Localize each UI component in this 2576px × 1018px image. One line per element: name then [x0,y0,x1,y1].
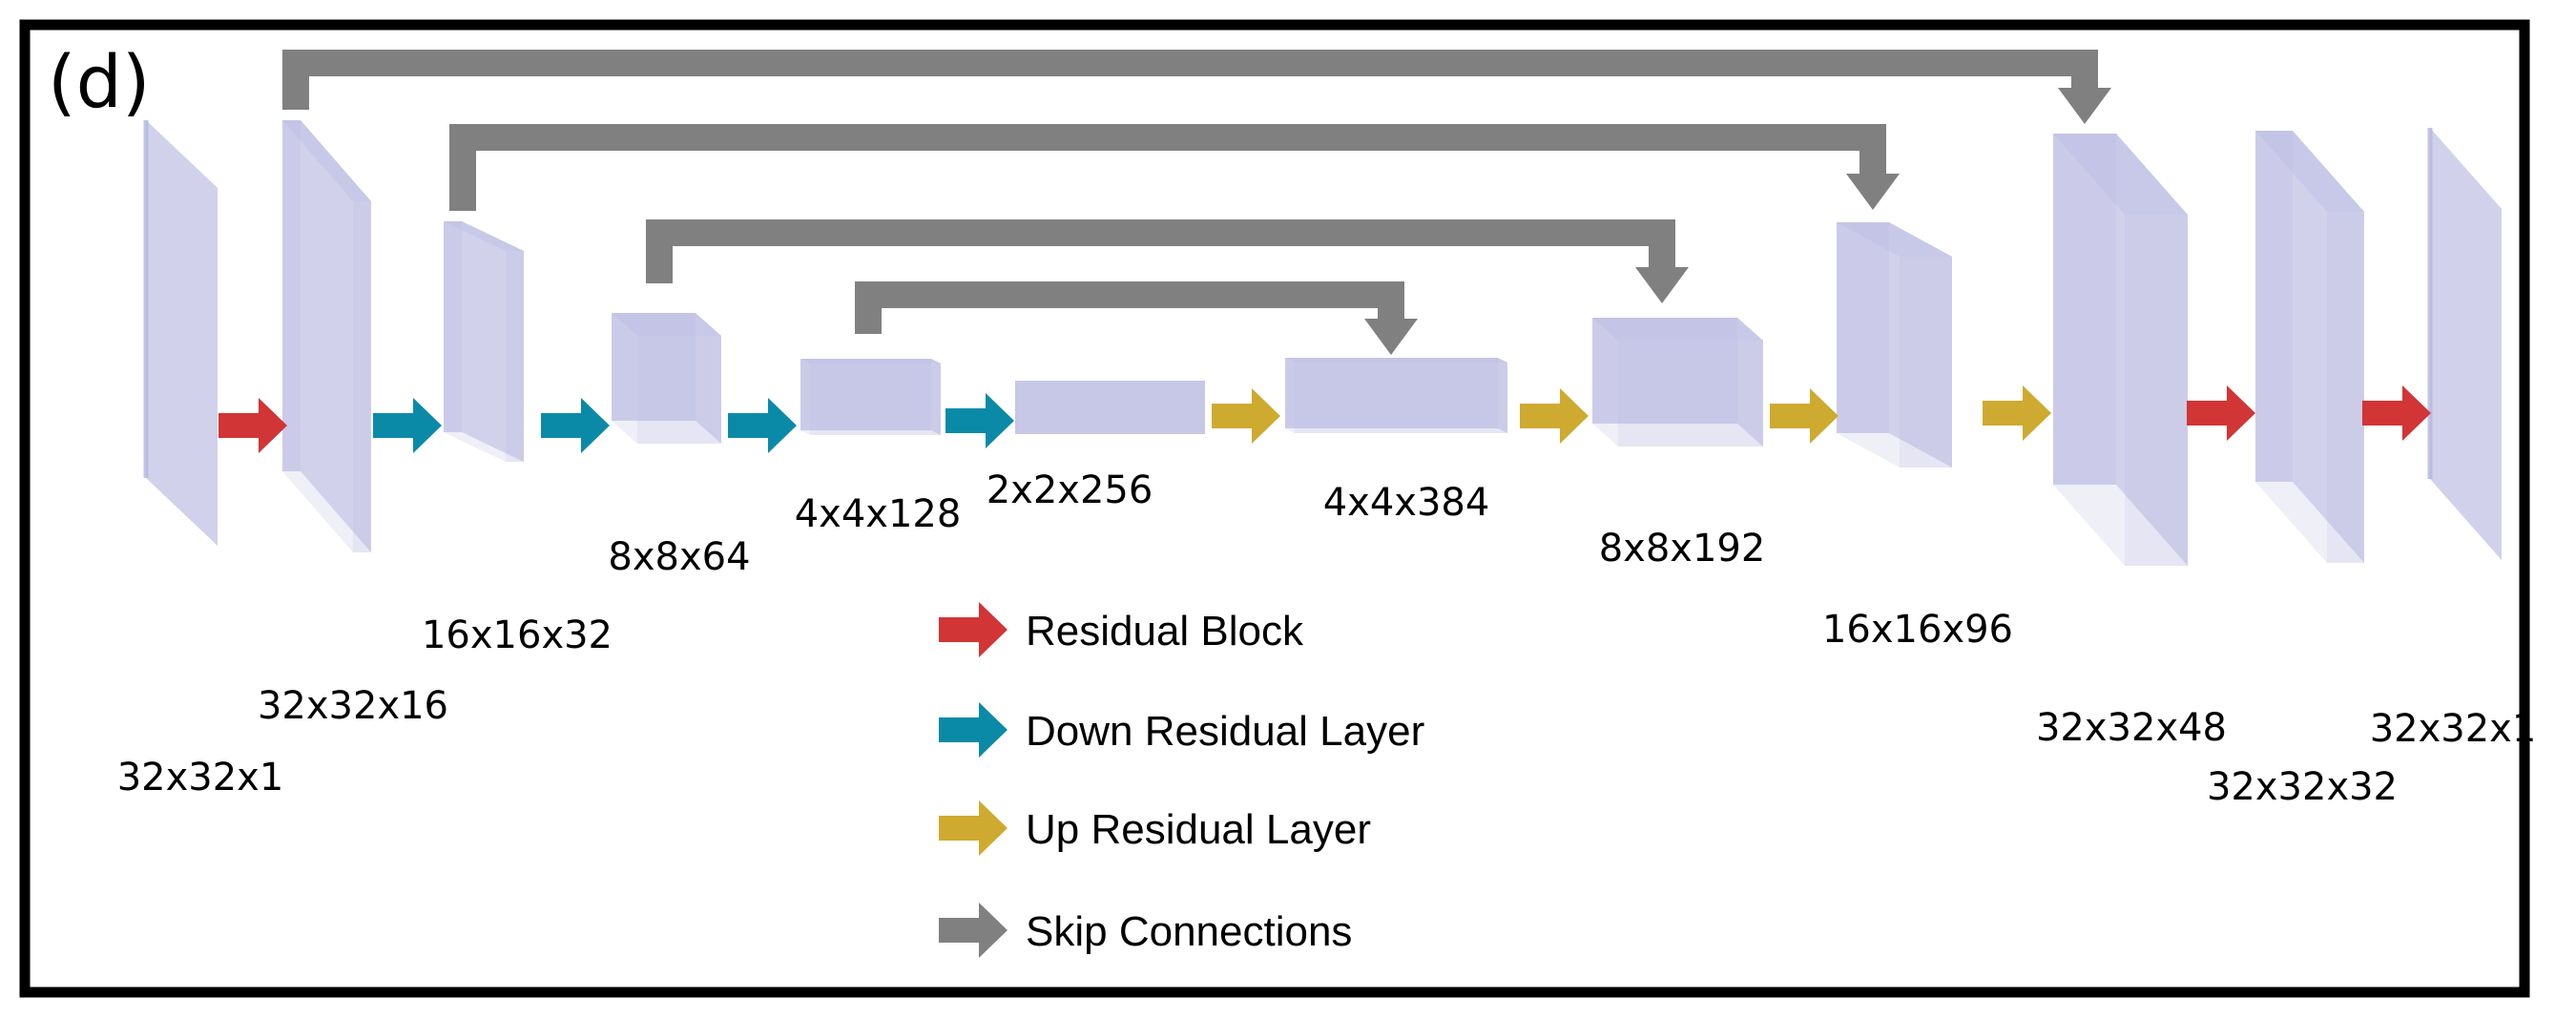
feature-map-block [2427,128,2502,560]
layer-dimension-label: 16x16x96 [1822,608,2013,652]
feature-map-block [2053,134,2188,566]
residual-block-legend-icon [939,602,1008,657]
feature-map-blocks [143,120,2502,566]
feature-map-block [1015,381,1205,434]
layer-dimension-label: 4x4x384 [1323,481,1490,525]
panel-label: (d) [48,39,151,124]
layer-dimension-label: 8x8x64 [608,535,750,579]
layer-dimension-label: 8x8x192 [1599,527,1766,571]
skip-legend-icon [939,903,1008,958]
layer-labels: 32x32x1 32x32x16 16x16x32 8x8x64 4x4x128 2x2x… [117,468,2537,809]
down-residual-arrow [945,393,1014,448]
down-residual-arrow [541,398,610,453]
down-residual-legend-icon [939,702,1008,758]
up-residual-arrow [1520,388,1589,444]
residual-block-arrow [218,398,287,453]
legend-item: Skip Connections [939,903,1352,958]
up-residual-legend-icon [939,800,1008,856]
feature-map-block [2255,131,2364,563]
layer-dimension-label: 32x32x1 [2370,707,2537,751]
legend-item: Down Residual Layer [939,702,1424,758]
skip-connection-arrow [449,124,1900,211]
feature-map-block [1592,318,1763,447]
legend-label: Down Residual Layer [1026,708,1424,755]
feature-map-block [143,120,218,546]
feature-map-block [800,359,941,435]
up-residual-arrow [1212,388,1280,444]
legend-label: Up Residual Layer [1026,806,1371,853]
down-residual-arrow [373,398,442,453]
skip-connection-arrow [646,219,1689,303]
up-residual-arrow [1983,385,2051,441]
skip-connection-arrow [855,281,1418,355]
skip-connections [282,50,2111,355]
legend-label: Residual Block [1026,608,1304,654]
up-residual-arrow [1770,388,1839,444]
layer-dimension-label: 2x2x256 [987,468,1153,512]
legend-label: Skip Connections [1026,908,1352,955]
layer-dimension-label: 4x4x128 [795,492,962,536]
down-residual-arrow [728,398,797,453]
residual-block-arrow [2362,385,2431,441]
legend-item: Up Residual Layer [939,800,1371,856]
feature-map-block [282,120,371,552]
feature-map-block [612,313,721,444]
legend-item: Residual Block [939,602,1304,657]
layer-dimension-label: 32x32x32 [2207,765,2398,809]
skip-connection-arrow [282,50,2111,124]
layer-dimension-label: 32x32x16 [258,684,448,728]
layer-dimension-label: 32x32x48 [2036,706,2227,750]
feature-map-block [1285,358,1507,433]
feature-map-block [1837,222,1952,467]
transition-arrows [218,385,2431,453]
layer-dimension-label: 32x32x1 [117,756,284,800]
layer-dimension-label: 16x16x32 [422,613,613,657]
feature-map-block [444,221,524,462]
residual-block-arrow [2187,385,2255,441]
